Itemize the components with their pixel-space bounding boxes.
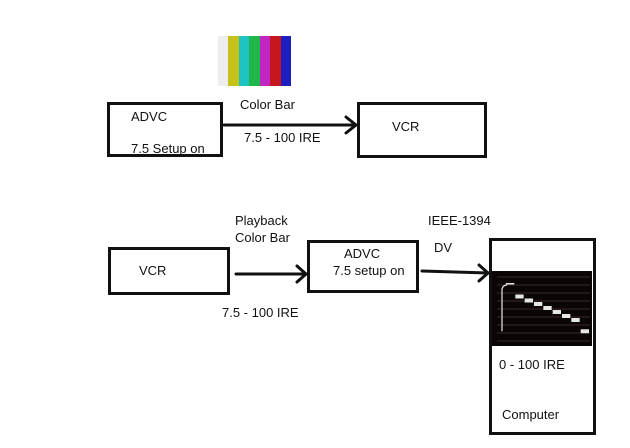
- advc-setup-label: 7.5 Setup on: [131, 141, 205, 156]
- waveform-level-step: [506, 283, 515, 285]
- vcr-box-top: VCR: [357, 102, 487, 158]
- computer-title: Computer: [502, 407, 560, 422]
- waveform-level-step: [571, 318, 580, 322]
- vcr-box-bottom: VCR: [108, 247, 230, 295]
- color-bar-stripe: [238, 36, 250, 86]
- color-bar-stripe: [218, 36, 229, 86]
- color-bar-stripe: [228, 36, 239, 86]
- dv-label: DV: [434, 240, 453, 255]
- waveform-sync-trace: [501, 284, 508, 332]
- waveform-level-step: [534, 302, 543, 306]
- advc-title: ADVC: [344, 246, 381, 261]
- playback-color-bar-label: Color Bar: [235, 230, 290, 245]
- advc-title: ADVC: [131, 109, 168, 124]
- advc-box-top: ADVC 7.5 Setup on: [107, 102, 223, 157]
- ire-range-label-bottom: 7.5 - 100 IRE: [222, 305, 299, 320]
- ieee-1394-label: IEEE-1394: [428, 213, 491, 228]
- computer-ire-range-label: 0 - 100 IRE: [499, 357, 565, 372]
- color-bar-stripe: [259, 36, 271, 86]
- ire-range-label-top: 7.5 - 100 IRE: [244, 130, 321, 145]
- vcr-title: VCR: [392, 119, 420, 134]
- waveform-monitor-display: [492, 271, 592, 346]
- waveform-level-step: [543, 306, 552, 310]
- color-bar-test-pattern: [218, 36, 291, 86]
- advc-box-bottom: ADVC 7.5 setup on: [307, 240, 419, 293]
- waveform-level-step: [562, 314, 571, 318]
- waveform-level-step: [580, 329, 589, 334]
- arrow-vcr-to-advc: [234, 264, 308, 284]
- waveform-level-step: [515, 294, 524, 299]
- arrow-advc-to-vcr: [222, 115, 358, 135]
- color-bar-label: Color Bar: [240, 97, 295, 112]
- waveform-level-step: [552, 310, 561, 314]
- arrow-advc-to-computer: [420, 263, 490, 283]
- color-bar-stripe: [270, 36, 281, 86]
- color-bar-stripe: [280, 36, 291, 86]
- color-bar-stripe: [249, 36, 260, 86]
- playback-label: Playback: [235, 213, 288, 228]
- vcr-title: VCR: [139, 263, 167, 278]
- advc-setup-label: 7.5 setup on: [333, 263, 405, 278]
- waveform-level-step: [524, 298, 533, 303]
